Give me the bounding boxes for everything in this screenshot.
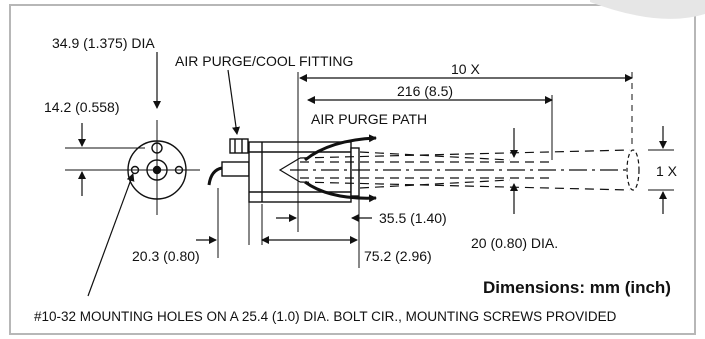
face-view bbox=[65, 120, 200, 215]
fitting-body bbox=[229, 138, 249, 154]
spot-diameter-label: 20 (0.80) DIA. bbox=[471, 235, 559, 251]
sensor-housing bbox=[248, 141, 352, 203]
units-note: Dimensions: mm (inch) bbox=[483, 278, 671, 297]
face-diameter-label: 34.9 (1.375) DIA bbox=[52, 35, 155, 51]
length-a-label: 35.5 (1.40) bbox=[379, 210, 447, 226]
corner-decoration bbox=[590, 0, 705, 19]
mounting-note: #10-32 MOUNTING HOLES ON A 25.4 (1.0) DI… bbox=[34, 309, 617, 324]
cable bbox=[207, 166, 223, 186]
offset-label: 14.2 (0.558) bbox=[44, 99, 120, 115]
spot-outline bbox=[626, 149, 640, 191]
side-view bbox=[207, 138, 360, 203]
length-b-label: 20.3 (0.80) bbox=[132, 248, 200, 264]
fitting-label: AIR PURGE/COOL FITTING bbox=[175, 53, 354, 69]
front-ring bbox=[350, 147, 360, 197]
purge-path-lower bbox=[304, 180, 377, 203]
focus-distance-label: 216 (8.5) bbox=[397, 83, 454, 99]
beam-cone bbox=[290, 149, 631, 191]
spot-size-label: 1 X bbox=[656, 163, 678, 179]
distance-label: 10 X bbox=[451, 61, 480, 77]
length-c-label: 75.2 (2.96) bbox=[364, 248, 432, 264]
purge-path-upper bbox=[304, 134, 377, 162]
purge-path-label: AIR PURGE PATH bbox=[311, 111, 428, 127]
cable-gland bbox=[221, 161, 250, 177]
